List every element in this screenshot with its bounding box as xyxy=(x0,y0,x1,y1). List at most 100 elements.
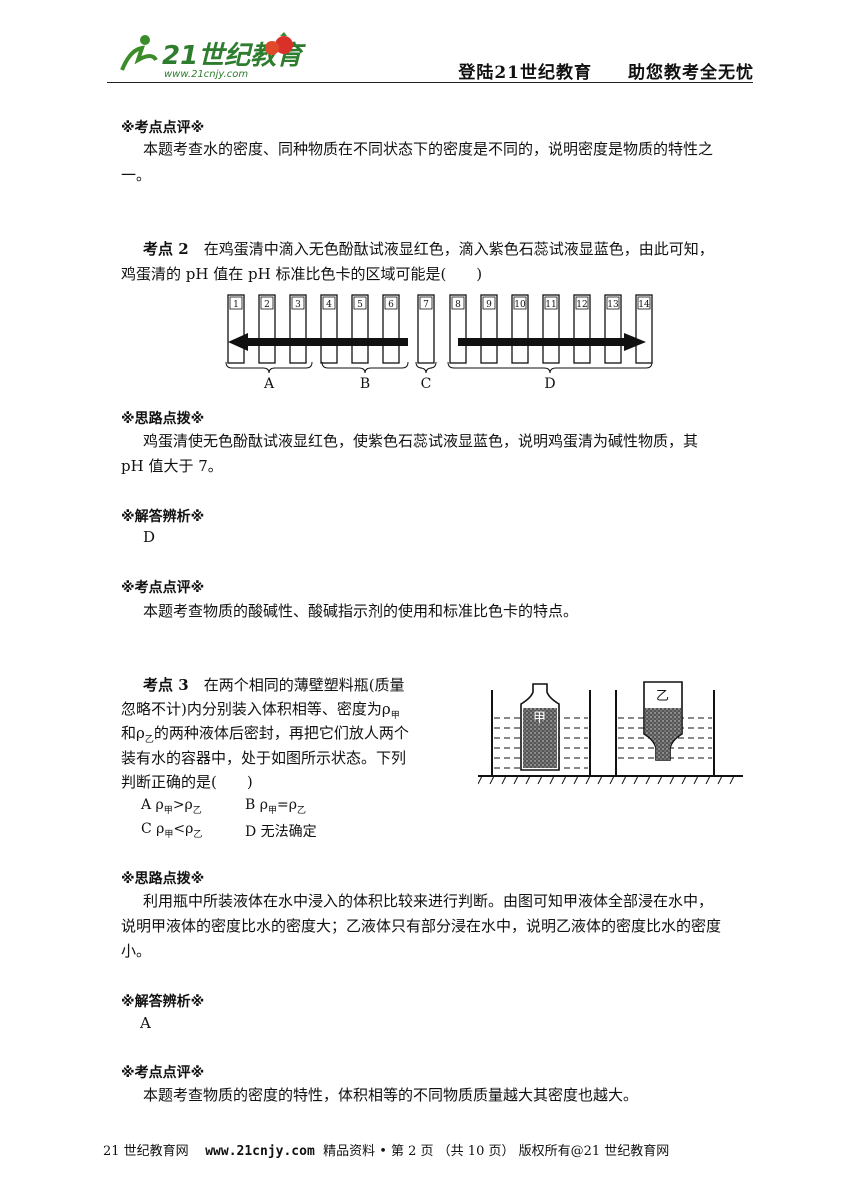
ph-tube-label: 13 xyxy=(607,300,619,310)
option-a-sub2: 乙 xyxy=(192,805,202,816)
ph-tube-label: 14 xyxy=(638,300,650,310)
logo-url: www.21cnjy.com xyxy=(164,69,248,80)
question-2-line1: 考点 2 在鸡蛋清中滴入无色酚酞试液显红色，滴入紫色石蕊试液显蓝色，由此可知， xyxy=(143,238,714,259)
question-3-line2: 忽略不计)内分别装入体积相等、密度为ρ甲 xyxy=(121,698,400,721)
ph-tube-label: 12 xyxy=(576,300,587,310)
header-slogan: 登陆21世纪教育 助您教考全无忧 xyxy=(458,58,754,83)
ph-tube-label: 4 xyxy=(326,300,332,310)
option-a-op: >ρ xyxy=(172,797,193,813)
answer-heading-3: ※解答辨析※ xyxy=(121,994,205,1010)
bottles-figure: 甲 乙 xyxy=(477,680,743,790)
option-b-prefix: B ρ xyxy=(245,797,268,813)
ph-tube-label: 11 xyxy=(545,300,556,310)
ph-tube-label-box xyxy=(384,296,398,310)
option-c-sub2: 乙 xyxy=(193,829,203,840)
ph-tube-label-box xyxy=(451,296,465,310)
ph-tube-label-box xyxy=(606,296,620,310)
option-c-op: <ρ xyxy=(173,821,194,837)
answer-heading-2: ※解答辨析※ xyxy=(121,509,205,525)
ph-tube-label: 2 xyxy=(264,300,270,310)
ph-tube xyxy=(635,294,653,364)
footer-page-info: 精品资料 • 第 2 页 （共 10 页） 版权所有@21 世纪教育网 xyxy=(323,1144,670,1159)
review-text-2: 本题考查物质的酸碱性、酸碱指示剂的使用和标准比色卡的特点。 xyxy=(143,602,579,620)
option-c: C ρ甲<ρ乙 xyxy=(141,821,202,840)
ph-tube-label-box xyxy=(260,296,274,310)
ph-group-label: C xyxy=(421,376,432,392)
answer-3: A xyxy=(140,1014,151,1032)
bottle-label-jia: 甲 xyxy=(533,711,546,726)
review-heading-2: ※考点点评※ xyxy=(121,580,205,596)
base-arrow xyxy=(458,333,646,351)
ph-group-label: A xyxy=(263,376,275,392)
hint-heading-3: ※思路点拨※ xyxy=(121,871,205,887)
hint-3-line1: 利用瓶中所装液体在水中浸入的体积比较来进行判断。由图可知甲液体全部浸在水中， xyxy=(143,892,714,910)
question-3-line5: 判断正确的是( ) xyxy=(121,773,253,791)
option-b-sub2: 乙 xyxy=(296,805,306,816)
ph-group-label: B xyxy=(360,376,370,392)
option-c-prefix: C ρ xyxy=(141,821,165,837)
ph-tube-label-box xyxy=(322,296,336,310)
bottle-label-yi: 乙 xyxy=(656,689,669,704)
ph-tube-label: 5 xyxy=(357,300,363,310)
option-c-sub1: 甲 xyxy=(164,829,174,840)
ph-tube-label-box xyxy=(482,296,496,310)
ph-tube-label-box xyxy=(229,296,243,310)
acid-arrow xyxy=(228,333,408,351)
footer-site: 21 世纪教育网 xyxy=(103,1144,189,1159)
ph-group-brace xyxy=(225,361,313,374)
option-a: A ρ甲>ρ乙 xyxy=(141,797,202,816)
question-3-line1: 考点 3 在两个相同的薄壁塑料瓶(质量 xyxy=(143,674,405,695)
slogan-right: 助您教考全无忧 xyxy=(628,63,754,83)
answer-2: D xyxy=(143,528,156,546)
ph-tube-label: 3 xyxy=(295,300,301,310)
ph-tube-label-box xyxy=(419,296,433,310)
question-3-line4: 装有水的容器中，处于如图所示状态。下列 xyxy=(121,749,407,767)
ph-tube-label-box xyxy=(513,296,527,310)
review-text-1a: 本题考查水的密度、同种物质在不同状态下的密度是不同的，说明密度是物质的特性之 xyxy=(143,140,714,158)
page-footer: 21 世纪教育网 www.21cnjy.com 精品资料 • 第 2 页 （共 … xyxy=(103,1140,669,1159)
option-b-sub1: 甲 xyxy=(267,805,277,816)
ph-group-brace xyxy=(415,361,437,374)
question-3-line3: 和ρ乙的两种液体后密封，再把它们放人两个 xyxy=(121,722,409,745)
question-2-line2: 鸡蛋清的 pH 值在 pH 标准比色卡的区域可能是( ) xyxy=(121,265,483,283)
footer-url[interactable]: www.21cnjy.com xyxy=(205,1144,315,1159)
slogan-left: 登陆21世纪教育 xyxy=(458,63,592,83)
option-a-sub1: 甲 xyxy=(163,805,173,816)
review-heading-3: ※考点点评※ xyxy=(121,1065,205,1081)
ph-tube-label: 8 xyxy=(455,300,461,310)
ph-tube-label-box xyxy=(353,296,367,310)
question-3-text3a: 和ρ xyxy=(121,724,145,742)
option-a-prefix: A ρ xyxy=(141,797,164,813)
question-3-text2: 忽略不计)内分别装入体积相等、密度为ρ xyxy=(121,700,391,718)
hint-3-line3: 小。 xyxy=(121,942,152,960)
review-text-3: 本题考查物质的密度的特性，体积相等的不同物质质量越大其密度也越大。 xyxy=(143,1086,639,1104)
question-3-label: 考点 3 xyxy=(143,676,189,694)
ph-tube-label: 1 xyxy=(233,300,239,310)
option-b: B ρ甲=ρ乙 xyxy=(245,797,306,816)
question-3-sub-jia: 甲 xyxy=(390,711,400,721)
hint-2-line1: 鸡蛋清使无色酚酞试液显红色，使紫色石蕊试液显蓝色，说明鸡蛋清为碱性物质，其 xyxy=(143,432,699,450)
question-3-text1: 在两个相同的薄壁塑料瓶(质量 xyxy=(203,676,405,694)
ph-group-label: D xyxy=(544,376,555,392)
ph-tube-label: 6 xyxy=(388,300,394,310)
ph-tube-label: 9 xyxy=(486,300,492,310)
ph-tube-label-box xyxy=(637,296,651,310)
ph-group-brace xyxy=(447,361,653,374)
ph-group-brace xyxy=(321,361,409,374)
ph-tube-label-box xyxy=(544,296,558,310)
review-text-1b: 一。 xyxy=(121,166,152,184)
option-b-op: =ρ xyxy=(276,797,297,813)
hint-3-line2: 说明甲液体的密度比水的密度大；乙液体只有部分浸在水中，说明乙液体的密度比水的密度 xyxy=(121,917,722,935)
option-d: D 无法确定 xyxy=(245,824,317,840)
ph-tube xyxy=(417,294,435,364)
ph-tube-label: 10 xyxy=(514,300,526,310)
question-2-text1: 在鸡蛋清中滴入无色酚酞试液显红色，滴入紫色石蕊试液显蓝色，由此可知， xyxy=(203,240,714,258)
ph-tube-label-box xyxy=(291,296,305,310)
site-logo: 21世纪教育 www.21cnjy.com xyxy=(112,30,312,80)
header-divider xyxy=(107,82,753,83)
hint-heading-2: ※思路点拨※ xyxy=(121,411,205,427)
question-3-sub-yi: 乙 xyxy=(144,735,154,745)
review-heading-1: ※考点点评※ xyxy=(121,120,205,136)
hint-2-line2: pH 值大于 7。 xyxy=(121,457,223,475)
